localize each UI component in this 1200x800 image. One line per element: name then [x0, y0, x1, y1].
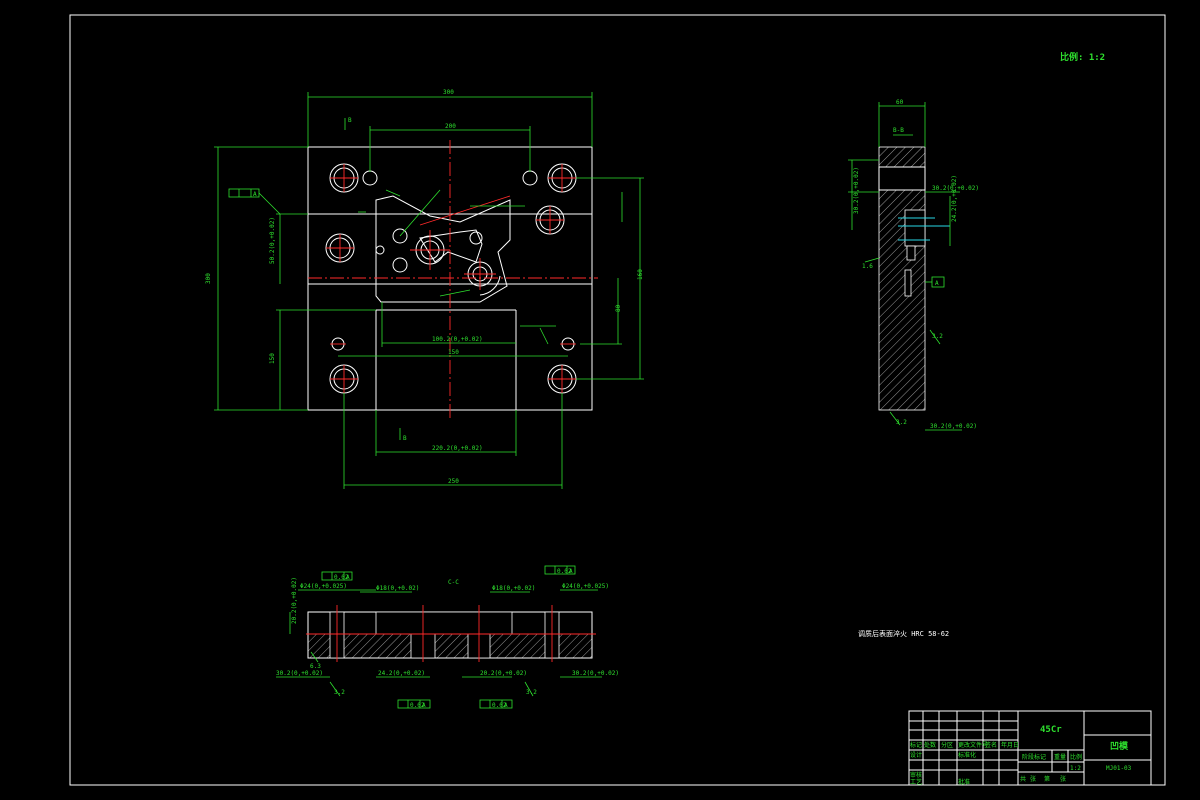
svg-text:0.02: 0.02: [334, 574, 349, 581]
svg-text:标记: 标记: [910, 741, 922, 749]
svg-text:阶段标记: 阶段标记: [1022, 753, 1046, 761]
svg-text:20.2(0,+0.02): 20.2(0,+0.02): [291, 577, 298, 624]
bolt-holes: [325, 163, 577, 394]
plan-view: 300 200 300 50.2(0,+0.02) 150 160 80: [205, 89, 644, 489]
material-label: 45Cr: [1040, 725, 1062, 735]
svg-text:100.2(0,+0.02): 100.2(0,+0.02): [432, 336, 483, 343]
svg-text:处数: 处数: [924, 741, 936, 749]
section-view-bb: 60 B-B 30.2(0,+0.02) 30.2(0,+0.02) 24.2(…: [848, 99, 979, 431]
svg-text:1.6: 1.6: [862, 263, 873, 270]
svg-text:60: 60: [896, 99, 904, 106]
svg-text:200: 200: [445, 123, 456, 130]
svg-text:3.2: 3.2: [896, 419, 907, 426]
svg-text:1:2: 1:2: [1070, 765, 1081, 772]
svg-text:160: 160: [637, 269, 644, 280]
svg-text:A: A: [569, 568, 573, 575]
svg-text:80: 80: [615, 304, 622, 312]
sheet-border: [69, 14, 1166, 786]
centerlines: [308, 140, 598, 420]
svg-text:更改文件号: 更改文件号: [958, 741, 988, 749]
plan-dimensions: 300 200 300 50.2(0,+0.02) 150 160 80: [205, 89, 644, 489]
svg-text:B: B: [348, 117, 352, 124]
svg-text:0.02: 0.02: [410, 702, 425, 709]
svg-text:批准: 批准: [958, 778, 970, 786]
svg-text:审核: 审核: [910, 771, 922, 779]
svg-text:Φ24(0,+0.025): Φ24(0,+0.025): [300, 583, 347, 590]
svg-text:工艺: 工艺: [910, 778, 922, 786]
svg-text:Φ18(0,+0.02): Φ18(0,+0.02): [376, 585, 419, 592]
svg-text:第: 第: [1044, 775, 1050, 783]
svg-text:分区: 分区: [941, 741, 953, 749]
svg-text:B: B: [403, 435, 407, 442]
svg-text:标准化: 标准化: [958, 751, 976, 759]
svg-text:20.2(0,+0.02): 20.2(0,+0.02): [480, 670, 527, 677]
svg-text:150: 150: [269, 353, 276, 364]
section-view-cc: C-C Φ24(0,+0.025) Φ18(0,+0.02) Φ18(0,+0.…: [276, 565, 619, 709]
scale-note: 比例: 1:2: [1060, 51, 1105, 63]
svg-text:张: 张: [1030, 775, 1036, 783]
part-name-label: 凹模: [1110, 740, 1129, 752]
tech-requirement: 调质后表面淬火 HRC 58-62: [858, 629, 949, 638]
svg-text:签名: 签名: [985, 741, 997, 749]
svg-text:24.2(0,+0.02): 24.2(0,+0.02): [378, 670, 425, 677]
svg-text:A: A: [422, 702, 426, 709]
svg-text:300: 300: [443, 89, 454, 96]
svg-text:年月日: 年月日: [1001, 741, 1019, 749]
svg-text:C-C: C-C: [448, 579, 459, 586]
svg-text:A: A: [504, 702, 508, 709]
svg-text:150: 150: [448, 349, 459, 356]
svg-text:Φ24(0,+0.025): Φ24(0,+0.025): [562, 583, 609, 590]
svg-text:Φ18(0,+0.02): Φ18(0,+0.02): [492, 585, 535, 592]
svg-text:6.3: 6.3: [310, 663, 321, 670]
svg-text:A: A: [346, 574, 350, 581]
svg-text:250: 250: [448, 478, 459, 485]
die-cavity: [375, 195, 511, 303]
svg-text:3.2: 3.2: [526, 689, 537, 696]
svg-text:30.2(0,+0.02): 30.2(0,+0.02): [930, 423, 977, 430]
svg-text:共: 共: [1020, 775, 1026, 783]
svg-text:50.2(0,+0.02): 50.2(0,+0.02): [269, 217, 276, 264]
svg-text:0.02: 0.02: [557, 568, 572, 575]
svg-text:A: A: [253, 191, 257, 198]
svg-text:设计: 设计: [910, 751, 922, 759]
svg-text:重量: 重量: [1054, 753, 1066, 761]
svg-text:A: A: [935, 280, 939, 287]
svg-text:比例: 比例: [1070, 753, 1082, 761]
svg-text:30.2(0,+0.02): 30.2(0,+0.02): [853, 167, 860, 214]
svg-text:30.2(0,+0.02): 30.2(0,+0.02): [932, 185, 979, 192]
svg-text:3.2: 3.2: [334, 689, 345, 696]
svg-text:3.2: 3.2: [932, 333, 943, 340]
svg-text:张: 张: [1060, 775, 1066, 783]
svg-text:24.2(0,+0.02): 24.2(0,+0.02): [951, 175, 958, 222]
svg-text:300: 300: [205, 273, 212, 284]
svg-text:0.02: 0.02: [492, 702, 507, 709]
svg-text:30.2(0,+0.02): 30.2(0,+0.02): [572, 670, 619, 677]
title-block: 标记 处数 分区 更改文件号 签名 年月日 设计 标准化 审核 工艺 批准 阶段…: [908, 710, 1152, 786]
svg-text:30.2(0,+0.02): 30.2(0,+0.02): [276, 670, 323, 677]
svg-text:220.2(0,+0.02): 220.2(0,+0.02): [432, 445, 483, 452]
svg-text:B-B: B-B: [893, 127, 904, 134]
drawing-number-label: MJ01-03: [1106, 765, 1132, 772]
